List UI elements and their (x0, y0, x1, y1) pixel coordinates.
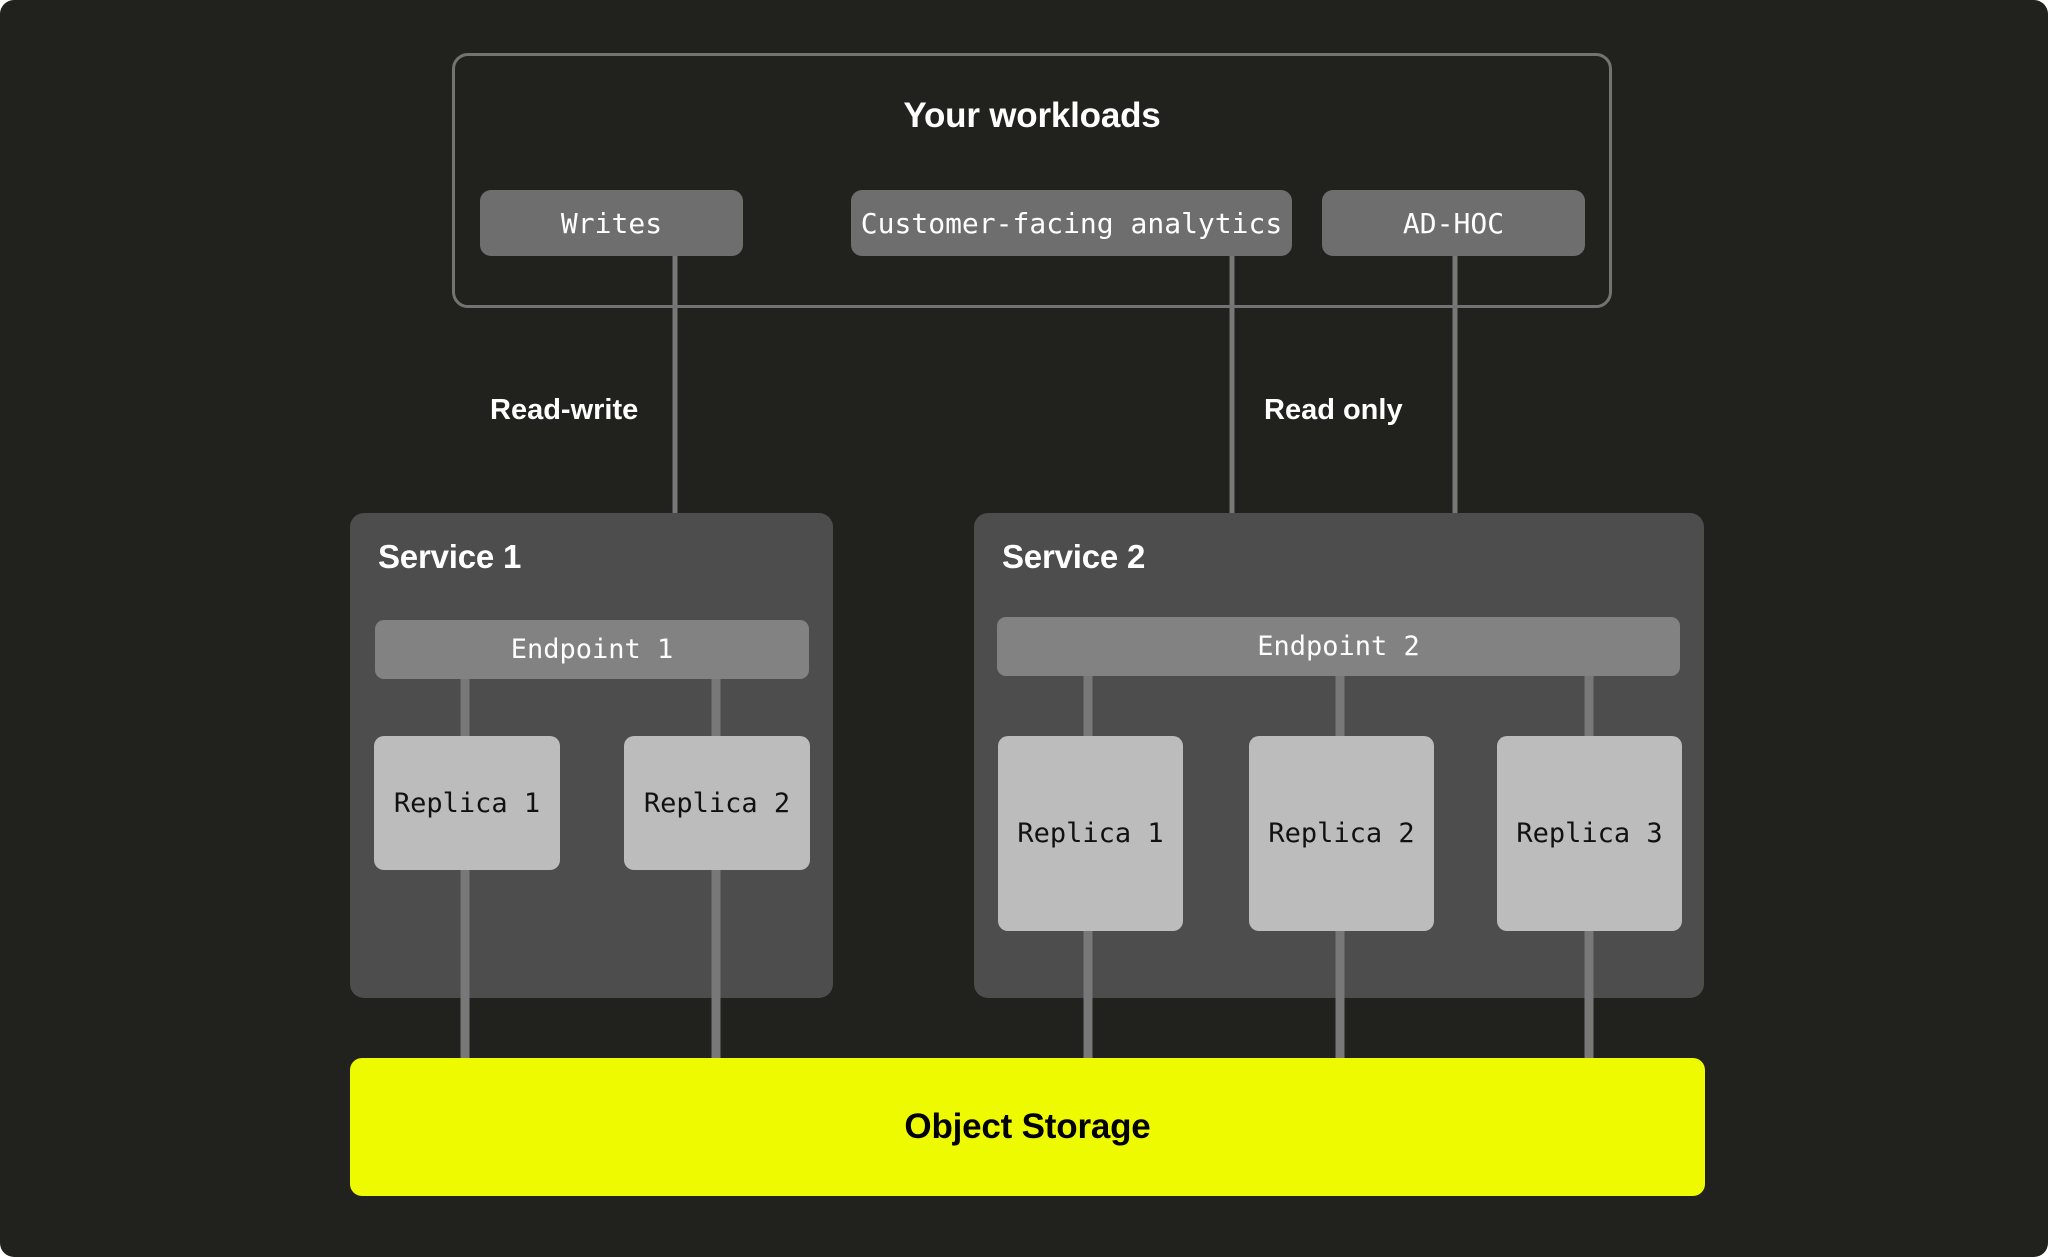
edge-label-read-write: Read-write (490, 394, 639, 426)
service-1-replica-2-label: Replica 2 (643, 787, 791, 819)
workload-chip-ad-hoc-label: AD-HOC (1402, 206, 1505, 240)
service-2-endpoint[interactable]: Endpoint 2 (997, 617, 1680, 676)
object-storage-label: Object Storage (904, 1107, 1151, 1146)
workloads-title: Your workloads (903, 96, 1161, 135)
service-2-replica-3-label: Replica 3 (1516, 818, 1663, 849)
object-storage-bar[interactable]: Object Storage (350, 1058, 1705, 1196)
workloads-panel: Your workloads (452, 53, 1612, 308)
service-2-replica-1[interactable]: Replica 1 (998, 736, 1183, 931)
service-2-replica-3[interactable]: Replica 3 (1497, 736, 1682, 931)
service-2-title: Service 2 (1002, 538, 1146, 575)
service-2-endpoint-label: Endpoint 2 (1257, 631, 1420, 662)
service-1-title: Service 1 (378, 538, 522, 575)
service-2-replica-2[interactable]: Replica 2 (1249, 736, 1434, 931)
edge-label-read-only: Read only (1264, 394, 1403, 426)
workload-chip-ad-hoc[interactable]: AD-HOC (1322, 190, 1585, 256)
service-1-endpoint[interactable]: Endpoint 1 (375, 620, 809, 679)
service-1-replica-1[interactable]: Replica 1 (374, 736, 560, 870)
workload-chip-customer-facing-analytics[interactable]: Customer-facing analytics (851, 190, 1292, 256)
workload-chip-writes[interactable]: Writes (480, 190, 743, 256)
service-2-replica-1-label: Replica 1 (1017, 818, 1164, 849)
service-1-endpoint-label: Endpoint 1 (510, 634, 674, 665)
service-1-replica-2[interactable]: Replica 2 (624, 736, 810, 870)
service-2-replica-2-label: Replica 2 (1268, 818, 1415, 849)
workload-chip-writes-label: Writes (560, 206, 663, 240)
service-1-replica-1-label: Replica 1 (393, 787, 541, 819)
workload-chip-customer-facing-analytics-label: Customer-facing analytics (860, 206, 1283, 240)
